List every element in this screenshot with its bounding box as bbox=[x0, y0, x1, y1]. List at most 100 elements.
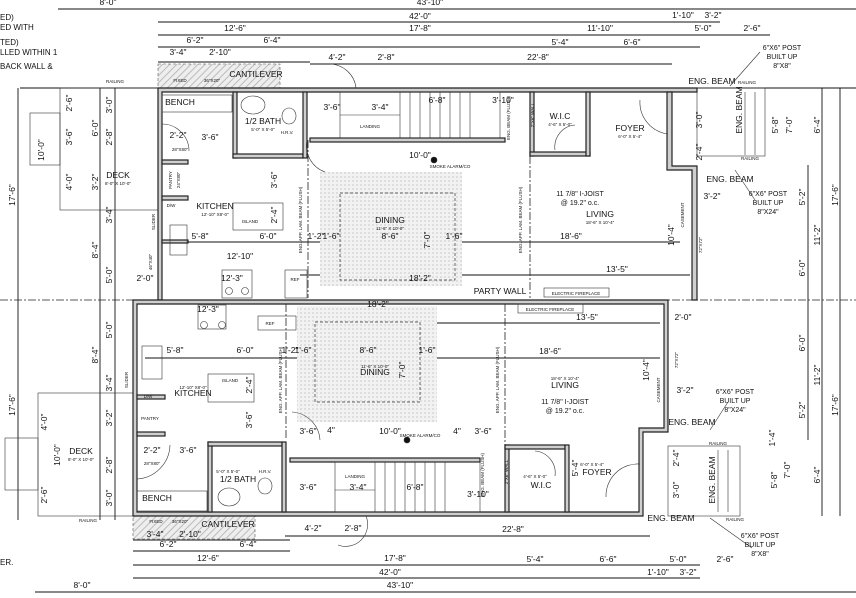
dimension-label: 6'-2" bbox=[160, 539, 177, 549]
room-label: 6"X6" POST bbox=[741, 533, 780, 540]
electric-fireplace-top bbox=[543, 287, 610, 298]
dimension-label: 3'-6" bbox=[202, 132, 219, 142]
dimension-label: 3'-2" bbox=[90, 174, 100, 191]
side-note: ED WITH bbox=[0, 23, 34, 32]
dimension-label: 2'-2" bbox=[144, 445, 161, 455]
dimension-label: 11'-2" bbox=[812, 364, 822, 385]
dimension-label: 3'-6" bbox=[269, 172, 279, 189]
room-label: FIXED bbox=[149, 519, 163, 524]
side-note: LLED WITHIN 1 bbox=[0, 48, 58, 57]
room-label: W.I.C bbox=[531, 480, 552, 490]
room-label: 6"X6" POST bbox=[716, 389, 755, 396]
dimension-label: 4" bbox=[453, 426, 461, 436]
room-label: 5'-0" X 5'-0" bbox=[251, 127, 275, 132]
dimension-label: 5'-4" bbox=[570, 460, 580, 477]
room-label: BENCH bbox=[142, 493, 172, 503]
dimension-label: 3'-2" bbox=[677, 385, 694, 395]
room-label: RAILING bbox=[709, 441, 728, 446]
dimension-label: 4'-2" bbox=[329, 52, 346, 62]
room-label: D/W bbox=[144, 394, 154, 399]
dimension-lines bbox=[17, 8, 856, 593]
room-label: REF bbox=[291, 277, 300, 282]
top-unit-dimensions: 8'-0"43'-10"42'-0"12'-6"17'-8"11'-10"1'-… bbox=[7, 0, 840, 283]
dimension-label: 6'-2" bbox=[187, 35, 204, 45]
dimension-label: 3'-2" bbox=[704, 191, 721, 201]
room-label: SLIDER bbox=[151, 213, 156, 230]
dimension-label: 5'-2" bbox=[797, 189, 807, 206]
room-label: DINING bbox=[360, 367, 390, 377]
room-label: RAILING bbox=[106, 79, 125, 84]
dimension-label: 7'-0" bbox=[784, 117, 794, 134]
dimension-label: 1'-6" bbox=[419, 345, 436, 355]
room-label: PARTY WALL bbox=[474, 286, 527, 296]
room-label: 8"X8" bbox=[751, 551, 769, 558]
room-label: 11'-6" X 10'-0" bbox=[376, 226, 404, 231]
room-label: 1/2 BATH bbox=[220, 474, 256, 484]
room-label: 11 7/8" I-JOIST bbox=[556, 191, 604, 198]
kitchen-fixtures-top bbox=[161, 94, 438, 299]
porch-top bbox=[696, 87, 766, 157]
dimension-label: 3'-2" bbox=[705, 10, 722, 20]
side-note: TED) bbox=[0, 38, 19, 47]
dimension-label: 3'-6" bbox=[324, 102, 341, 112]
dimension-label: 6'-8" bbox=[407, 482, 424, 492]
room-label: REF bbox=[266, 321, 275, 326]
dimension-label: 10'-0" bbox=[36, 139, 46, 161]
room-label: W.I.C bbox=[550, 111, 571, 121]
dimension-label: 5'-8" bbox=[167, 345, 184, 355]
porch-bottom bbox=[667, 445, 741, 517]
dimension-label: 5'-0" bbox=[670, 554, 687, 564]
room-label: 28"X80" bbox=[172, 147, 189, 152]
room-label: BUILT UP bbox=[720, 398, 751, 405]
room-label: 24"X80" bbox=[176, 171, 181, 188]
dimension-label: 1'-10" bbox=[647, 567, 669, 577]
dimension-label: 3'-0" bbox=[694, 112, 704, 129]
dimension-label: 10'-0" bbox=[409, 150, 431, 160]
dimension-label: 6'-0" bbox=[797, 335, 807, 352]
dining-area-bottom bbox=[297, 306, 437, 422]
stair-bottom bbox=[334, 461, 481, 513]
dimension-label: 43'-10" bbox=[417, 0, 443, 7]
room-label: 11 7/8" I-JOIST bbox=[541, 399, 589, 406]
dimension-label: 5'-4" bbox=[552, 37, 569, 47]
dimension-label: 2'-4" bbox=[694, 144, 704, 161]
room-label: DECK bbox=[106, 170, 130, 180]
dimension-label: 3'-10" bbox=[467, 489, 489, 499]
room-label: 36"X20" bbox=[204, 78, 221, 83]
dimension-label: 22'-8" bbox=[502, 524, 524, 534]
dimension-label: 18'-6" bbox=[560, 231, 582, 241]
dimension-label: 3'-0" bbox=[671, 482, 681, 499]
dimension-label: 3'-4" bbox=[104, 207, 114, 224]
room-label: 8"X24" bbox=[724, 407, 746, 414]
room-label: ENG. APP. LAM. BEAM (FLUSH) bbox=[495, 346, 500, 413]
room-label: RAILING bbox=[741, 156, 760, 161]
dimension-label: 5'-0" bbox=[104, 267, 114, 284]
room-label: ENG. APP. LAM. BEAM (FLUSH) bbox=[278, 346, 283, 413]
dimension-label: 17'-6" bbox=[830, 394, 840, 416]
dimension-label: 1'-6" bbox=[446, 231, 463, 241]
room-label: DINING bbox=[375, 215, 405, 225]
room-label: 12'-10" X8'-0" bbox=[179, 385, 207, 390]
dimension-label: 6'-0" bbox=[797, 260, 807, 277]
room-label: CASEMENT bbox=[680, 202, 685, 227]
dimension-label: 5'-0" bbox=[695, 23, 712, 33]
room-label: @ 19.2" o.c. bbox=[561, 200, 599, 207]
dimension-label: 3'-6" bbox=[180, 445, 197, 455]
dimension-label: 42'-0" bbox=[409, 11, 431, 21]
dimension-label: 17'-8" bbox=[384, 553, 406, 563]
dimension-label: 7'-0" bbox=[782, 462, 792, 479]
dimension-label: 1'-6" bbox=[295, 345, 312, 355]
room-label: KITCHEN bbox=[196, 201, 233, 211]
room-label: BENCH bbox=[165, 97, 195, 107]
room-label: BUILT UP bbox=[753, 200, 784, 207]
room-label: 1/2 BATH bbox=[245, 116, 281, 126]
room-label: 11'-6" X 10'-0" bbox=[361, 364, 389, 369]
room-label: CASEMENT bbox=[656, 377, 661, 402]
dimension-label: 5'-0" bbox=[104, 322, 114, 339]
dimension-label: 42'-0" bbox=[379, 567, 401, 577]
room-label: 8'-0" X 10'-0" bbox=[68, 457, 94, 462]
room-label: 72"X72" bbox=[674, 351, 679, 368]
